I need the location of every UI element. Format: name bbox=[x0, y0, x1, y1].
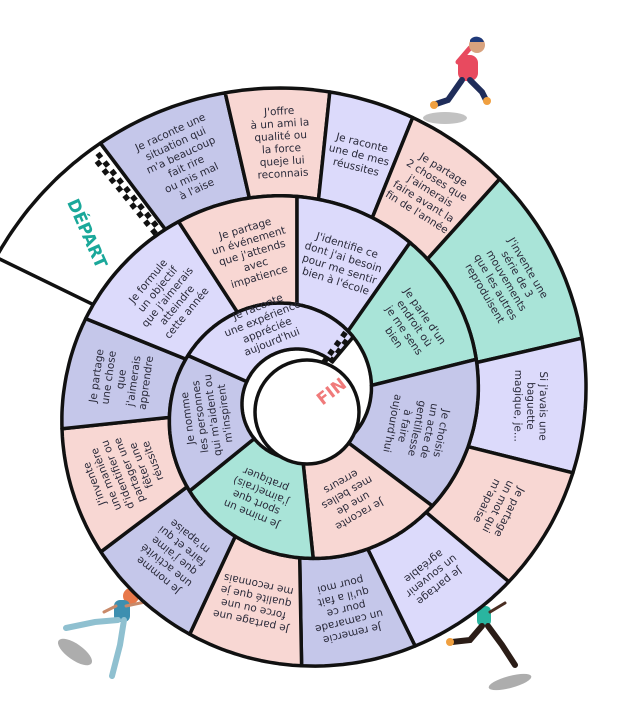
cell-text-line: Si j'avais une bbox=[536, 371, 549, 440]
cell-text: Je nommeune activitéque j'aimefaire et q… bbox=[131, 512, 218, 599]
cell-text: Je raconteune demes belleserreurs bbox=[313, 462, 387, 533]
board-cell[interactable]: Je raconteune de mesréussites bbox=[316, 90, 415, 220]
board-cell[interactable]: Je choisisun acte degentillesseà faireau… bbox=[344, 357, 481, 508]
runner-top-right bbox=[423, 36, 491, 124]
board-cell[interactable]: Je partageun souveniragréable bbox=[365, 510, 511, 648]
board-cell[interactable]: Je mime unsport quej'aime(rais)pratiquer bbox=[187, 436, 315, 561]
cell-text-line: baguette bbox=[524, 382, 536, 430]
cell-text-line: à un ami la bbox=[250, 116, 309, 132]
cell-text-line: magique, je... bbox=[511, 370, 524, 442]
cell-text-line: J'offre bbox=[263, 105, 295, 119]
board-cell[interactable]: Je raconteune expérienceappréciéeaujourd… bbox=[186, 287, 355, 384]
board-cell[interactable]: Je partage uneforce ou unequalité que je… bbox=[187, 534, 304, 668]
runner-bottom-left bbox=[57, 588, 147, 679]
board-cell[interactable]: Je partage2 choses quej'aimeraisfaire av… bbox=[370, 115, 502, 261]
board-cell[interactable]: Je raconte unesituation quim'a beaucoupf… bbox=[98, 91, 252, 232]
cell-text-line: qualité ou bbox=[254, 129, 307, 144]
cell-text-line: que bbox=[114, 369, 129, 390]
cell-text: Je partage uneforce ou unequalité que je… bbox=[212, 570, 299, 635]
cell-text: J'offreà un ami laqualité oula forcequej… bbox=[249, 104, 312, 182]
board-cell[interactable]: Je nommeles personnesqui m'aident oum'in… bbox=[167, 353, 257, 493]
cell-text-line: la force bbox=[262, 142, 302, 156]
cell-text: Si j'avais unebaguettemagique, je... bbox=[511, 370, 549, 442]
finish-checker-line bbox=[320, 330, 350, 366]
board-cell[interactable]: Je partageune chosequej'aimeraisapprendr… bbox=[60, 316, 188, 431]
board-cell[interactable]: J'offreà un ami laqualité oula forcequej… bbox=[223, 86, 332, 202]
board-cell[interactable]: Je parle d'unendroit oùje me sensbien bbox=[346, 240, 478, 388]
start-checker-line bbox=[94, 151, 159, 236]
board-cell[interactable]: Je partageun événementque j'attendsaveci… bbox=[176, 194, 299, 314]
cell-text-line: queje lui bbox=[259, 154, 305, 169]
cell-text-line: reconnais bbox=[257, 167, 309, 182]
finish-area bbox=[253, 358, 361, 466]
cell-text: Je remercieun camaradepour cequ'il a fai… bbox=[305, 570, 387, 646]
